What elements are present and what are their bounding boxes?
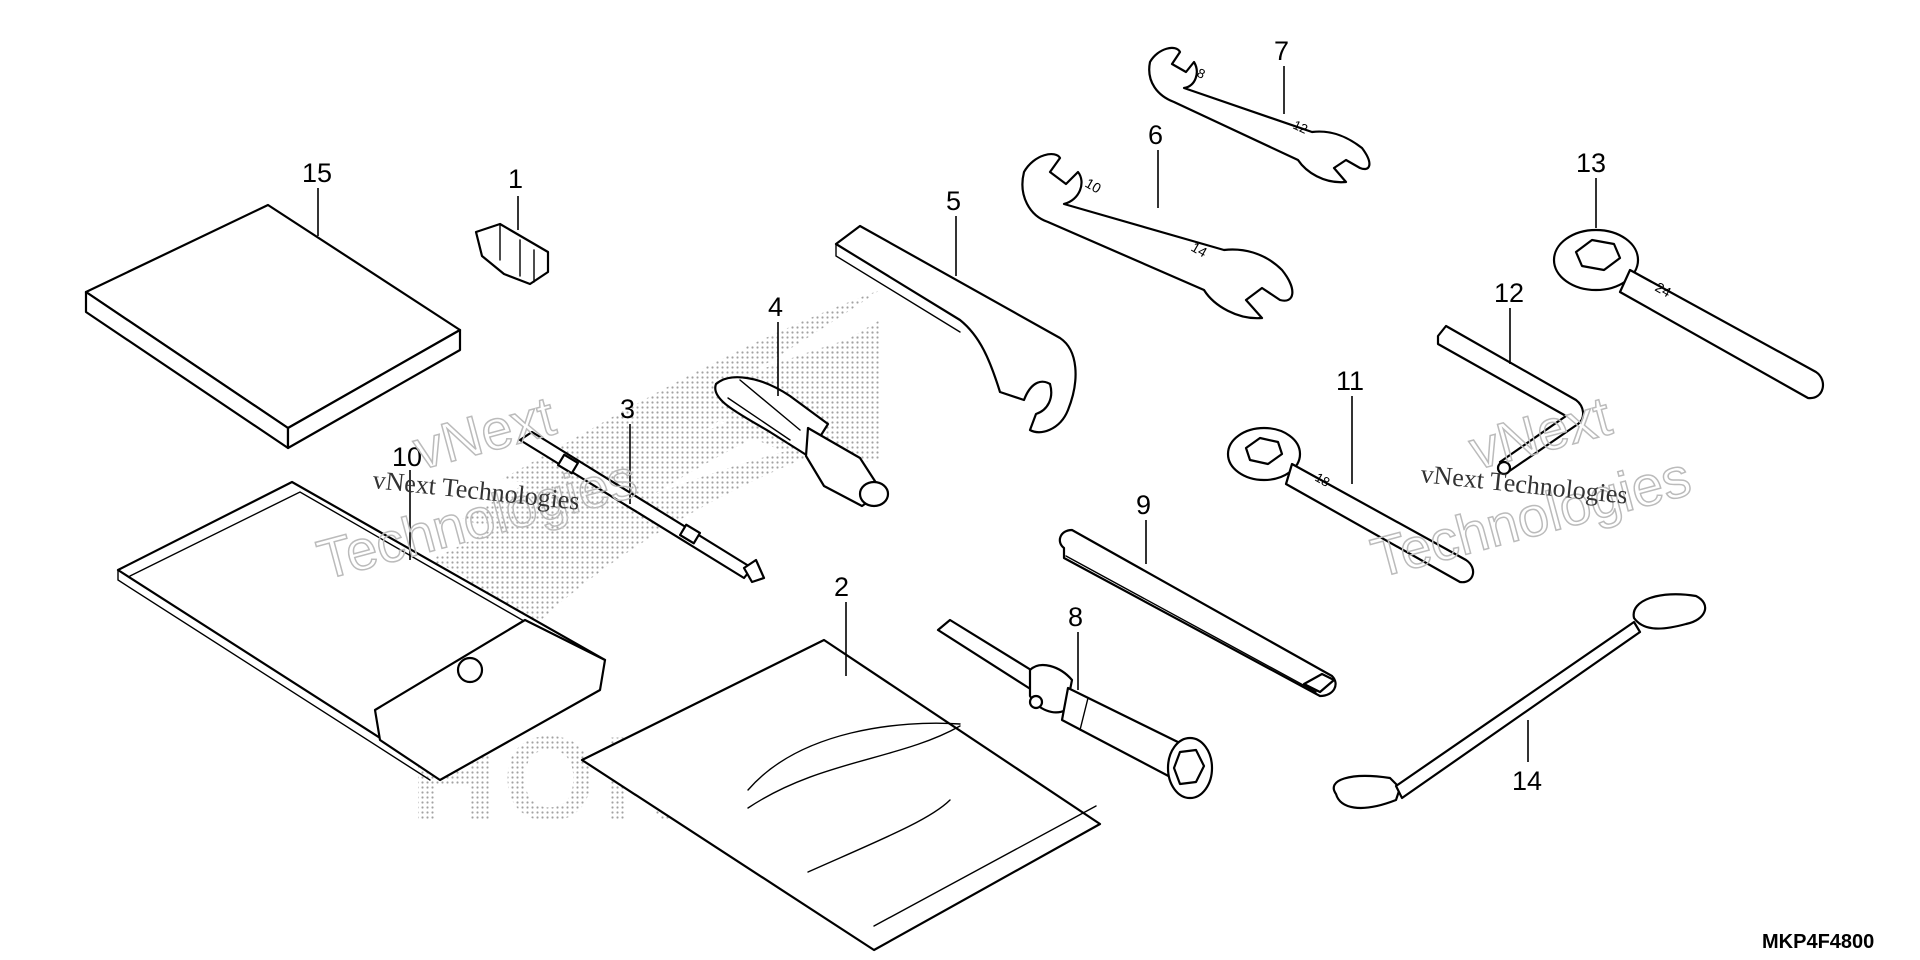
callout-10: 10 xyxy=(392,442,422,472)
part-11-box-wrench-18: 18 11 xyxy=(1226,366,1475,584)
wrench-7-size-right: 12 xyxy=(1291,117,1310,137)
honda-wing-logo: HONDA xyxy=(410,290,880,846)
callout-14: 14 xyxy=(1512,766,1542,796)
callout-15: 15 xyxy=(302,158,332,188)
callout-2: 2 xyxy=(834,572,849,602)
callout-7: 7 xyxy=(1274,36,1289,66)
part-1-clip: 1 xyxy=(474,164,550,286)
callout-4: 4 xyxy=(768,292,783,322)
callout-12: 12 xyxy=(1494,278,1524,308)
callout-11: 11 xyxy=(1336,366,1364,396)
callout-5: 5 xyxy=(946,186,961,216)
wrench-6-size-left: 10 xyxy=(1083,175,1105,197)
part-14-helmet-cable: 14 xyxy=(1332,593,1707,809)
callout-13: 13 xyxy=(1576,148,1606,178)
part-13-box-wrench-24: 24 13 xyxy=(1552,148,1825,400)
part-9-extension-bar: 9 xyxy=(1058,490,1337,698)
callout-1: 1 xyxy=(508,164,523,194)
part-4-screwdriver-handle: 4 xyxy=(714,292,890,508)
part-3-screwdriver-bit: 3 xyxy=(518,394,766,584)
wrench-13-size: 24 xyxy=(1653,279,1675,301)
part-8-spark-plug-wrench: 8 xyxy=(936,602,1214,800)
callout-9: 9 xyxy=(1136,490,1151,520)
watermark-right: vNext Technologies vNext Technologies xyxy=(1364,383,1698,591)
part-7-open-end-wrench-8x12: 8 12 7 xyxy=(1148,36,1371,184)
callout-8: 8 xyxy=(1068,602,1083,632)
wrench-6-size-right: 14 xyxy=(1189,239,1211,261)
wrench-11-size: 18 xyxy=(1313,470,1333,490)
part-2-document-bag: 2 xyxy=(580,572,1102,952)
part-10-tool-bag: 10 xyxy=(116,442,607,782)
part-6-open-end-wrench-10x14: 10 14 6 xyxy=(1021,120,1294,320)
part-5-pin-spanner: 5 xyxy=(834,186,1077,434)
part-12-hex-key: 12 xyxy=(1436,278,1585,476)
part-15-owners-manual: 15 xyxy=(84,158,462,450)
callout-3: 3 xyxy=(620,394,635,424)
callout-6: 6 xyxy=(1148,120,1163,150)
diagram-code: MKP4F4800 xyxy=(1762,931,1874,953)
